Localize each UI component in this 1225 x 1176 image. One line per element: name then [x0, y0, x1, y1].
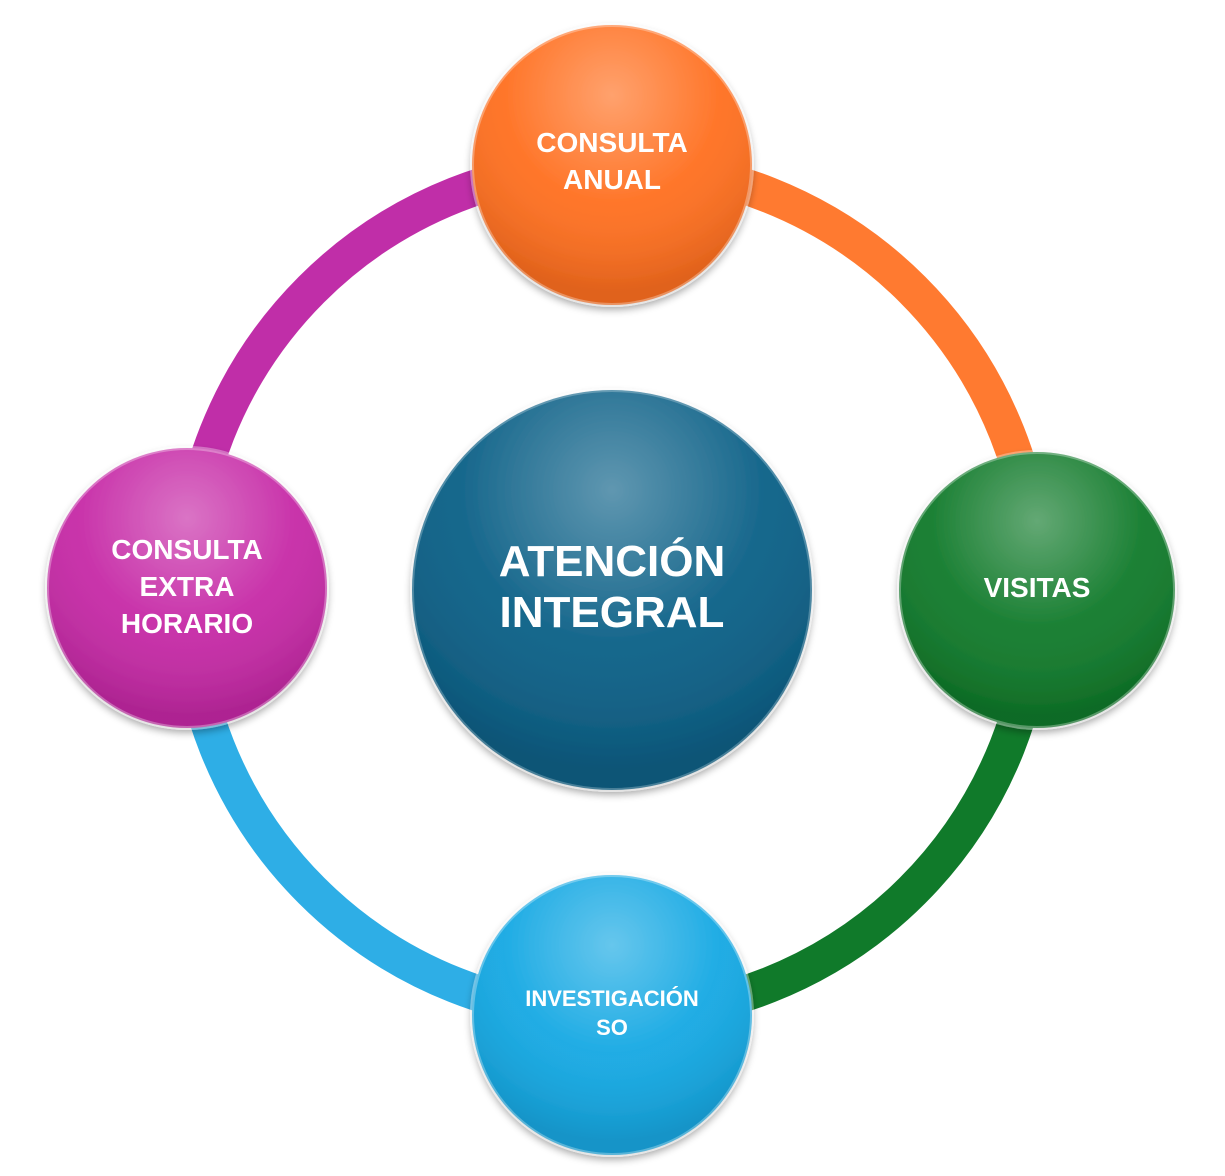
- node-consulta-anual-line-2: ANUAL: [563, 164, 661, 195]
- node-consulta-extra-horario: CONSULTA EXTRA HORARIO: [45, 446, 329, 730]
- node-visitas: VISITAS: [897, 450, 1177, 730]
- center-label-line-2: INTEGRAL: [500, 588, 725, 637]
- center-label-line-1: ATENCIÓN: [499, 536, 726, 586]
- node-investigaciones-line-1: INVESTIGACIÓN: [525, 986, 699, 1011]
- node-consulta-extra-horario-line-3: HORARIO: [121, 608, 253, 639]
- center-node: ATENCIÓN INTEGRAL: [410, 388, 814, 792]
- node-visitas-line-1: VISITAS: [984, 572, 1091, 603]
- node-consulta-extra-horario-line-2: EXTRA: [140, 571, 235, 602]
- node-investigaciones-line-2: SO: [596, 1015, 628, 1040]
- node-investigaciones: INVESTIGACIÓN SO: [470, 873, 754, 1157]
- node-consulta-anual: CONSULTA ANUAL: [470, 23, 754, 307]
- node-consulta-extra-horario-line-1: CONSULTA: [111, 534, 262, 565]
- node-consulta-anual-line-1: CONSULTA: [536, 127, 687, 158]
